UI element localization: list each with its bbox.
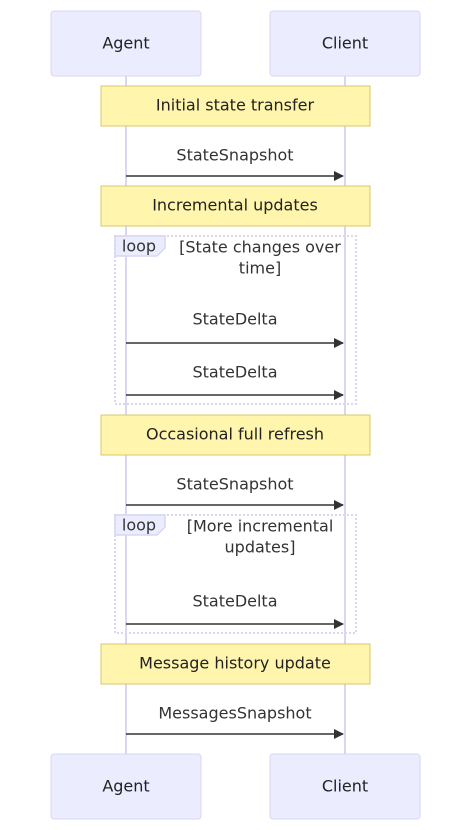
note-occasional-full-refresh: Occasional full refresh bbox=[100, 414, 371, 456]
note-incremental-updates-text: Incremental updates bbox=[152, 196, 318, 215]
loop-more-incremental-updates-tab bbox=[114, 514, 166, 536]
message-state-snapshot-2: StateSnapshot bbox=[126, 475, 344, 510]
agent-actor-top-label: Agent bbox=[102, 34, 149, 53]
loop-state-changes-label: loop bbox=[122, 237, 156, 256]
message-state-snapshot-2-label: StateSnapshot bbox=[176, 475, 293, 494]
loop-state-changes-tab bbox=[114, 235, 166, 257]
message-state-delta-1: StateDelta bbox=[126, 310, 344, 348]
loop-state-changes-condition-line-1: [State changes over bbox=[179, 238, 341, 257]
loop-more-incremental-updates-condition-line-2: updates] bbox=[225, 538, 296, 557]
loop-more-incremental-updates-frame bbox=[114, 514, 357, 634]
client-actor-bottom-label: Client bbox=[322, 777, 368, 796]
message-state-snapshot-1: StateSnapshot bbox=[126, 146, 344, 181]
note-occasional-full-refresh-text: Occasional full refresh bbox=[146, 425, 324, 444]
message-messages-snapshot-label: MessagesSnapshot bbox=[158, 704, 311, 723]
note-initial-state-transfer-text: Initial state transfer bbox=[156, 96, 315, 115]
note-message-history-update: Message history update bbox=[100, 643, 371, 685]
agent-actor-bottom: Agent bbox=[50, 753, 202, 820]
agent-actor-top: Agent bbox=[50, 10, 202, 77]
loop-state-changes-frame bbox=[114, 235, 357, 405]
note-initial-state-transfer: Initial state transfer bbox=[100, 85, 371, 127]
loop-more-incremental-updates-label: loop bbox=[122, 516, 156, 535]
message-state-delta-3: StateDelta bbox=[126, 592, 344, 629]
loop-state-changes: loop [State changes over time] bbox=[114, 235, 357, 405]
message-state-delta-3-label: StateDelta bbox=[192, 592, 277, 611]
message-state-snapshot-1-label: StateSnapshot bbox=[176, 146, 293, 165]
client-actor-top-label: Client bbox=[322, 34, 368, 53]
message-messages-snapshot: MessagesSnapshot bbox=[126, 704, 344, 739]
message-state-delta-2: StateDelta bbox=[126, 363, 344, 400]
client-actor-bottom: Client bbox=[269, 753, 421, 820]
loop-state-changes-condition-line-2: time] bbox=[239, 259, 281, 278]
loop-more-incremental-updates-condition-line-1: [More incremental bbox=[187, 517, 334, 536]
note-message-history-update-text: Message history update bbox=[139, 654, 331, 673]
client-actor-top: Client bbox=[269, 10, 421, 77]
note-incremental-updates: Incremental updates bbox=[100, 185, 371, 227]
loop-more-incremental-updates: loop [More incremental updates] bbox=[114, 514, 357, 634]
message-state-delta-2-label: StateDelta bbox=[192, 363, 277, 382]
agent-actor-bottom-label: Agent bbox=[102, 777, 149, 796]
message-state-delta-1-label: StateDelta bbox=[192, 310, 277, 329]
